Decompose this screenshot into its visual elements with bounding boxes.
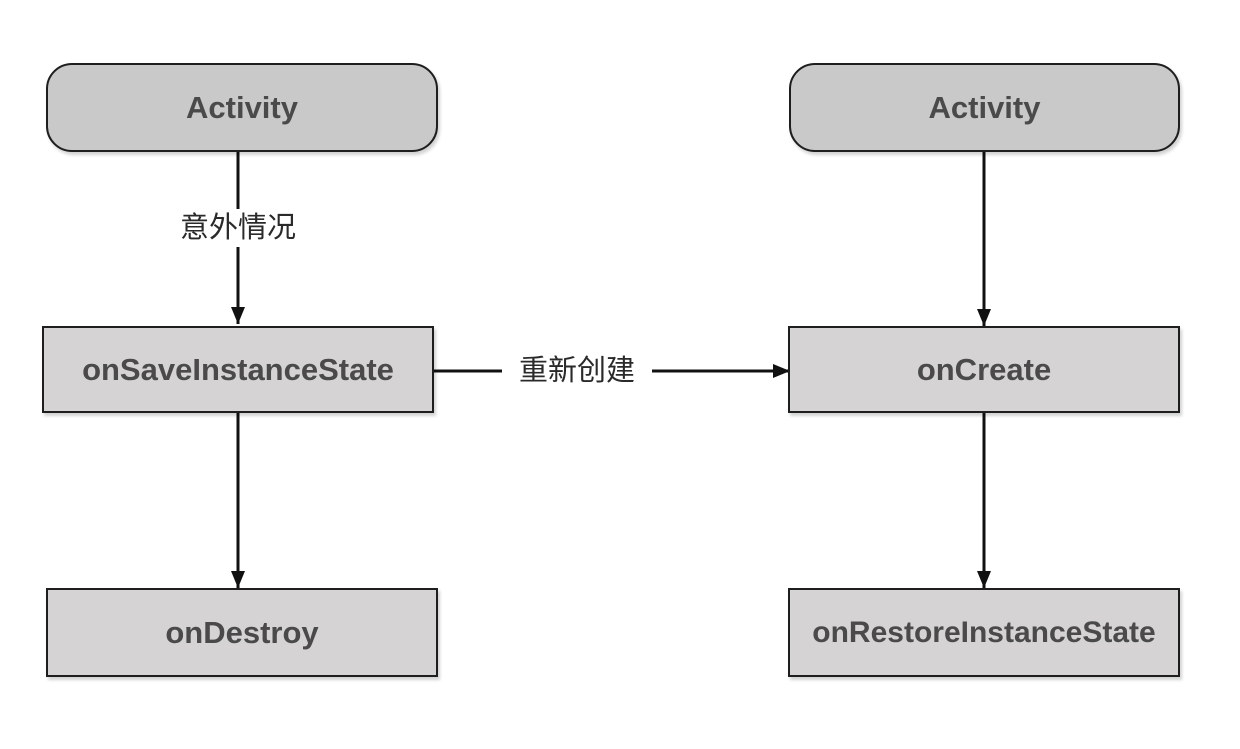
oncreate-node: onCreate: [788, 326, 1180, 413]
onrestoreinstancestate-node: onRestoreInstanceState: [788, 588, 1180, 677]
edge-label-recreate: 重新创建: [502, 352, 652, 390]
onsaveinstancestate-node: onSaveInstanceState: [42, 326, 434, 413]
ondestroy-node: onDestroy: [46, 588, 438, 677]
activity-node-right: Activity: [789, 63, 1180, 152]
activity-node-left: Activity: [46, 63, 438, 152]
edge-label-unexpected: 意外情况: [172, 209, 304, 247]
